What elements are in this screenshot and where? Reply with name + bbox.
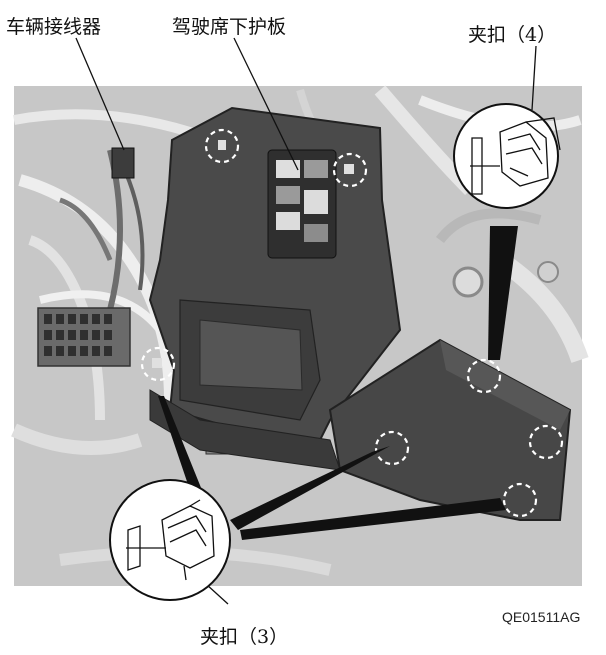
driver-lower-cover xyxy=(148,106,572,521)
clip-circle xyxy=(466,358,502,394)
clip-circle xyxy=(204,128,240,164)
clip-circle xyxy=(374,430,410,466)
clip-3-label: 夹扣（3） xyxy=(200,626,289,648)
clip-3-callout xyxy=(109,396,506,601)
driver-lower-panel-label: 驾驶席下护板 xyxy=(172,16,287,38)
figure-code: QE01511AG xyxy=(502,609,581,625)
clip-marks xyxy=(152,140,354,368)
clip-4-label: 夹扣（4） xyxy=(468,24,557,46)
leader-lines xyxy=(75,37,537,605)
clip-circle xyxy=(332,152,368,188)
clip-circle xyxy=(528,424,564,460)
clip-circle xyxy=(140,346,176,382)
clip-location-markers xyxy=(140,128,564,518)
vehicle-connector-label: 车辆接线器 xyxy=(6,16,102,38)
clip-4-callout xyxy=(453,103,561,360)
clip-circle xyxy=(502,482,538,518)
